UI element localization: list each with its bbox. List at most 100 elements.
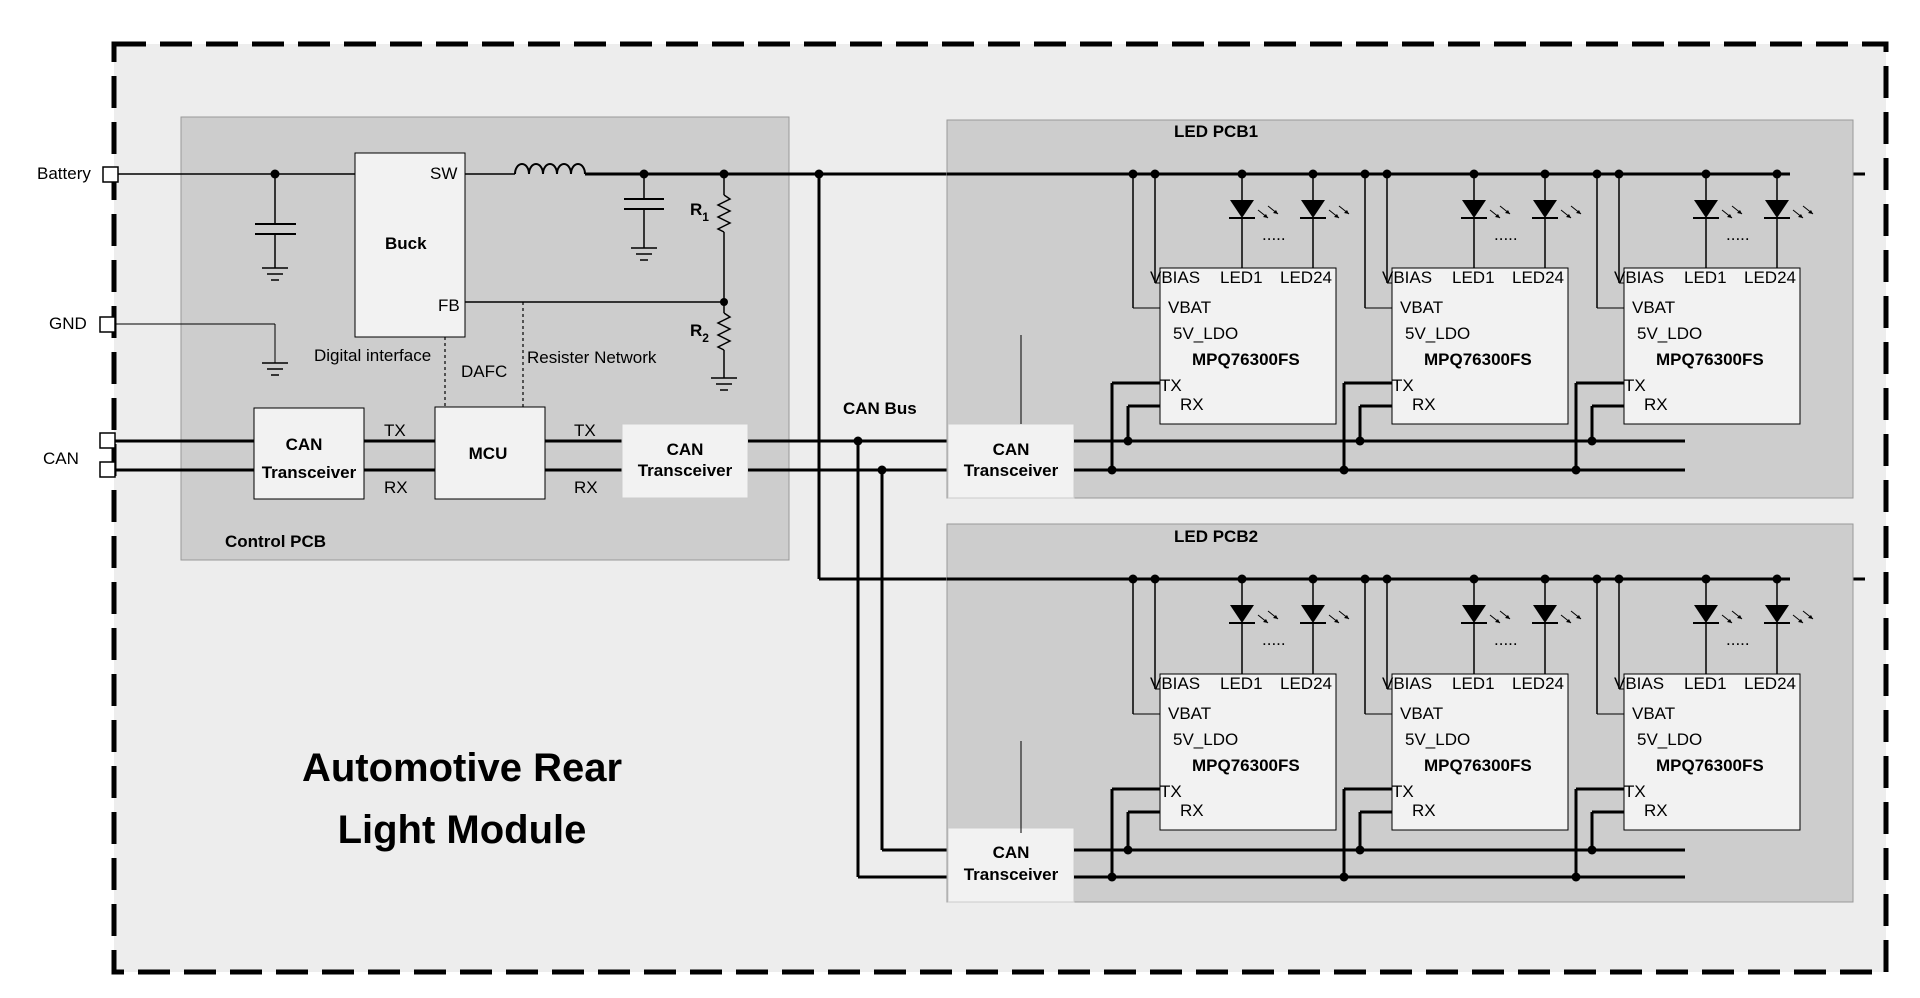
rx-label-2: RX bbox=[574, 478, 598, 497]
led-continuation-dots: ..... bbox=[1494, 225, 1518, 244]
arrow-head bbox=[1808, 615, 1813, 619]
rx-pin-label: RX bbox=[1644, 395, 1668, 414]
arrow-head bbox=[1263, 619, 1268, 623]
junction-dot bbox=[1614, 169, 1624, 179]
tx-pin-label: TX bbox=[1624, 782, 1646, 801]
arrow-head bbox=[1727, 619, 1732, 623]
resistor-r2 bbox=[716, 312, 732, 351]
arrow-head bbox=[1273, 615, 1278, 619]
junction-dot bbox=[1355, 845, 1365, 855]
led-icon bbox=[1533, 605, 1557, 623]
junction-dot bbox=[1150, 169, 1160, 179]
led-continuation-dots: ..... bbox=[1262, 630, 1286, 649]
led24-pin-label: LED24 bbox=[1744, 268, 1796, 287]
led-icon bbox=[1765, 200, 1789, 218]
arrow-head bbox=[1495, 214, 1500, 218]
junction-dot bbox=[1571, 465, 1581, 475]
can-bus-label: CAN Bus bbox=[843, 399, 917, 418]
gnd-port-label: GND bbox=[49, 314, 87, 333]
can-port-l bbox=[99, 461, 116, 478]
junction-dot bbox=[1355, 436, 1365, 446]
junction-dot bbox=[1360, 169, 1370, 179]
transceiver-label-line1: CAN bbox=[993, 440, 1030, 459]
tx-label: TX bbox=[384, 421, 406, 440]
transceiver-label-line1: CAN bbox=[667, 440, 704, 459]
led-continuation-dots: ..... bbox=[1494, 630, 1518, 649]
arrow-head bbox=[1263, 214, 1268, 218]
led-continuation-dots: ..... bbox=[1262, 225, 1286, 244]
vbat-pin-label: VBAT bbox=[1168, 704, 1211, 723]
arrow-head bbox=[1808, 210, 1813, 214]
junction-dot bbox=[1128, 574, 1138, 584]
led-icon bbox=[1765, 605, 1789, 623]
junction-dot bbox=[1592, 574, 1602, 584]
led-icon bbox=[1301, 605, 1325, 623]
r1-label: R1 bbox=[690, 200, 709, 224]
junction-dot bbox=[1592, 169, 1602, 179]
battery-port bbox=[102, 166, 119, 183]
transceiver-label-line1: CAN bbox=[993, 843, 1030, 862]
junction-dot bbox=[1339, 465, 1349, 475]
led-icon bbox=[1230, 200, 1254, 218]
mcu-label: MCU bbox=[469, 444, 508, 463]
junction-dot bbox=[1701, 169, 1711, 179]
vbias-pin-label: VBIAS bbox=[1614, 268, 1664, 287]
ldo-pin-label: 5V_LDO bbox=[1637, 730, 1702, 749]
dafc-label: DAFC bbox=[461, 362, 507, 381]
led1-pin-label: LED1 bbox=[1452, 674, 1495, 693]
junction-dot bbox=[1237, 169, 1247, 179]
tx-pin-label: TX bbox=[1160, 782, 1182, 801]
led24-pin-label: LED24 bbox=[1512, 268, 1564, 287]
ldo-pin-label: 5V_LDO bbox=[1173, 324, 1238, 343]
rx-pin-label: RX bbox=[1644, 801, 1668, 820]
control-can-transceiver-2 bbox=[621, 423, 749, 499]
vbat-pin-label: VBAT bbox=[1632, 704, 1675, 723]
junction-dot bbox=[1469, 169, 1479, 179]
junction-dot bbox=[1772, 169, 1782, 179]
driver-part-label: MPQ76300FS bbox=[1656, 350, 1764, 369]
junction-dot bbox=[1107, 465, 1117, 475]
arrow-head bbox=[1334, 214, 1339, 218]
led-pcb1-label: LED PCB1 bbox=[1174, 122, 1258, 141]
ldo-pin-label: 5V_LDO bbox=[1173, 730, 1238, 749]
mpq76300fs-driver bbox=[1159, 673, 1337, 831]
arrow-head bbox=[1737, 615, 1742, 619]
buck-label: Buck bbox=[385, 234, 427, 253]
arrow-head bbox=[1344, 210, 1349, 214]
vbias-pin-label: VBIAS bbox=[1150, 674, 1200, 693]
tx-pin-label: TX bbox=[1160, 376, 1182, 395]
led24-pin-label: LED24 bbox=[1512, 674, 1564, 693]
vbat-pin-label: VBAT bbox=[1632, 298, 1675, 317]
vbias-pin-label: VBIAS bbox=[1614, 674, 1664, 693]
led-icon bbox=[1230, 605, 1254, 623]
transceiver-label-line1: CAN bbox=[286, 435, 323, 454]
junction-dot bbox=[1587, 845, 1597, 855]
led-icon bbox=[1462, 605, 1486, 623]
led-continuation-dots: ..... bbox=[1726, 630, 1750, 649]
led24-pin-label: LED24 bbox=[1744, 674, 1796, 693]
led-icon bbox=[1462, 200, 1486, 218]
rx-pin-label: RX bbox=[1412, 395, 1436, 414]
arrow-head bbox=[1727, 214, 1732, 218]
vbat-pin-label: VBAT bbox=[1400, 704, 1443, 723]
tx-pin-label: TX bbox=[1392, 782, 1414, 801]
control-pcb-label: Control PCB bbox=[225, 532, 326, 551]
arrow-head bbox=[1334, 619, 1339, 623]
control-can-transceiver-1 bbox=[253, 407, 365, 500]
arrow-head bbox=[1344, 615, 1349, 619]
led1-pin-label: LED1 bbox=[1684, 268, 1727, 287]
junction-dot bbox=[1382, 574, 1392, 584]
led-icon bbox=[1694, 200, 1718, 218]
junction-dot bbox=[1701, 574, 1711, 584]
junction-dot bbox=[1237, 574, 1247, 584]
can-port-label: CAN bbox=[43, 449, 79, 468]
vbat-pin-label: VBAT bbox=[1168, 298, 1211, 317]
battery-port-label: Battery bbox=[37, 164, 91, 183]
arrow-head bbox=[1576, 615, 1581, 619]
resister-network-label: Resister Network bbox=[527, 348, 657, 367]
led1-pin-label: LED1 bbox=[1452, 268, 1495, 287]
arrow-head bbox=[1566, 214, 1571, 218]
driver-part-label: MPQ76300FS bbox=[1192, 756, 1300, 775]
tx-label-2: TX bbox=[574, 421, 596, 440]
